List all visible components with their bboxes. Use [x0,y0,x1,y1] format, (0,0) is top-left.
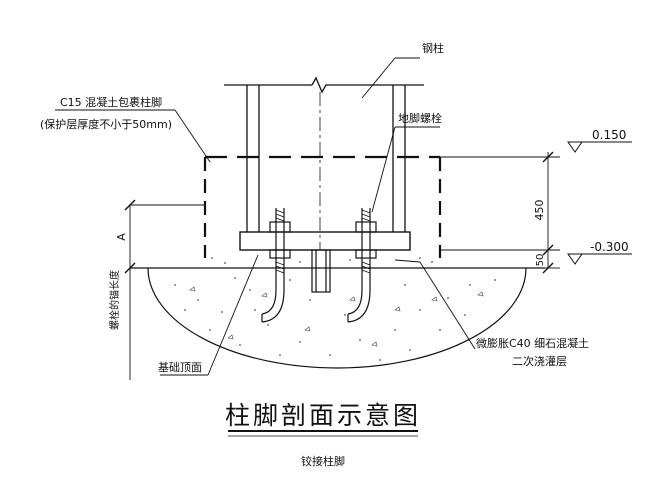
label-foundation-top: 基础顶面 [158,361,202,374]
concrete-encasement-outline [203,155,442,258]
label-anchor-length: 螺栓的锚长度 [108,270,121,330]
anchor-bolt-left [261,208,291,323]
foundation-outline [147,267,527,369]
grout-dots [211,257,433,264]
dimension-right [440,151,560,274]
drawing-subtitle: 铰接柱脚 [301,454,345,468]
elevation-marker-bottom [567,253,632,265]
label-elevation-bottom: -0.300 [590,240,629,254]
label-grout-line1: 微膨胀C40 细石混凝土 [476,336,589,350]
leader-lines [55,57,476,376]
base-plate [239,231,411,251]
anchor-bolt-right [347,208,377,323]
elevation-marker-top [567,141,632,153]
concrete-hatch-dots [174,277,496,361]
label-dim-50: 50 [535,254,546,267]
label-anchor-bolt: 地脚螺栓 [398,111,442,125]
label-dim-450: 450 [533,200,546,221]
title-underline [228,430,418,437]
label-c15-line1: C15 混凝土包裹柱脚 [60,95,162,109]
steel-column [224,76,424,250]
dimension-a [124,199,205,380]
label-dim-a: A [115,233,128,241]
label-steel-column: 钢柱 [422,41,444,55]
label-grout-line2: 二次浇灌层 [512,354,567,368]
shear-key [311,249,331,293]
drawing-title: 柱脚剖面示意图 [225,401,421,430]
label-elevation-top: 0.150 [592,128,626,142]
label-c15-line2: (保护层厚度不小于50mm) [40,117,172,131]
